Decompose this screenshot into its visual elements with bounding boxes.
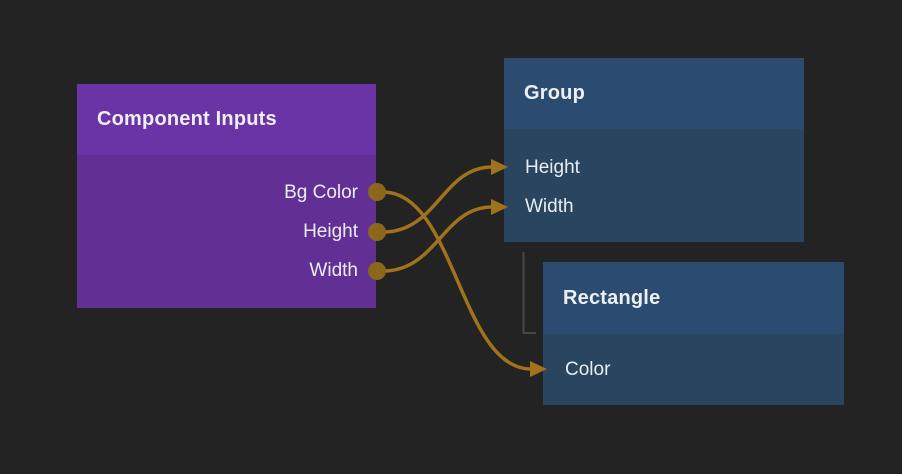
input-row-group-height[interactable]: Height	[504, 148, 804, 187]
input-label-group-height: Height	[525, 156, 580, 178]
output-row-width[interactable]: Width	[77, 251, 376, 290]
node-title-component-inputs: Component Inputs	[97, 108, 277, 130]
node-component-inputs-header[interactable]: Component Inputs	[77, 84, 376, 155]
node-rectangle-header[interactable]: Rectangle	[543, 262, 844, 334]
input-label-rectangle-color: Color	[565, 358, 611, 380]
node-group[interactable]: Group Height Width	[504, 58, 804, 242]
edge-width-to-group-width[interactable]	[382, 199, 508, 273]
node-group-header[interactable]: Group	[504, 58, 804, 129]
input-row-rectangle-color[interactable]: Color	[543, 350, 844, 389]
node-title-rectangle: Rectangle	[563, 286, 661, 309]
input-row-group-width[interactable]: Width	[504, 187, 804, 226]
hierarchy-line-group-rectangle	[522, 252, 536, 334]
output-label-bg-color: Bg Color	[284, 181, 358, 203]
node-component-inputs-body: Bg Color Height Width	[77, 155, 376, 308]
node-rectangle-body: Color	[543, 334, 844, 405]
node-title-group: Group	[524, 82, 585, 104]
output-row-height[interactable]: Height	[77, 212, 376, 251]
edge-bgcolor-wire[interactable]	[382, 190, 532, 371]
node-component-inputs[interactable]: Component Inputs Bg Color Height Width	[77, 84, 376, 308]
edge-width-wire[interactable]	[382, 205, 493, 273]
output-row-bg-color[interactable]: Bg Color	[77, 173, 376, 212]
node-rectangle[interactable]: Rectangle Color	[543, 262, 844, 405]
output-label-height: Height	[303, 220, 358, 242]
edge-height-wire[interactable]	[382, 165, 493, 234]
input-label-group-width: Width	[525, 195, 574, 217]
node-group-body: Height Width	[504, 129, 804, 242]
output-label-width: Width	[309, 259, 358, 281]
